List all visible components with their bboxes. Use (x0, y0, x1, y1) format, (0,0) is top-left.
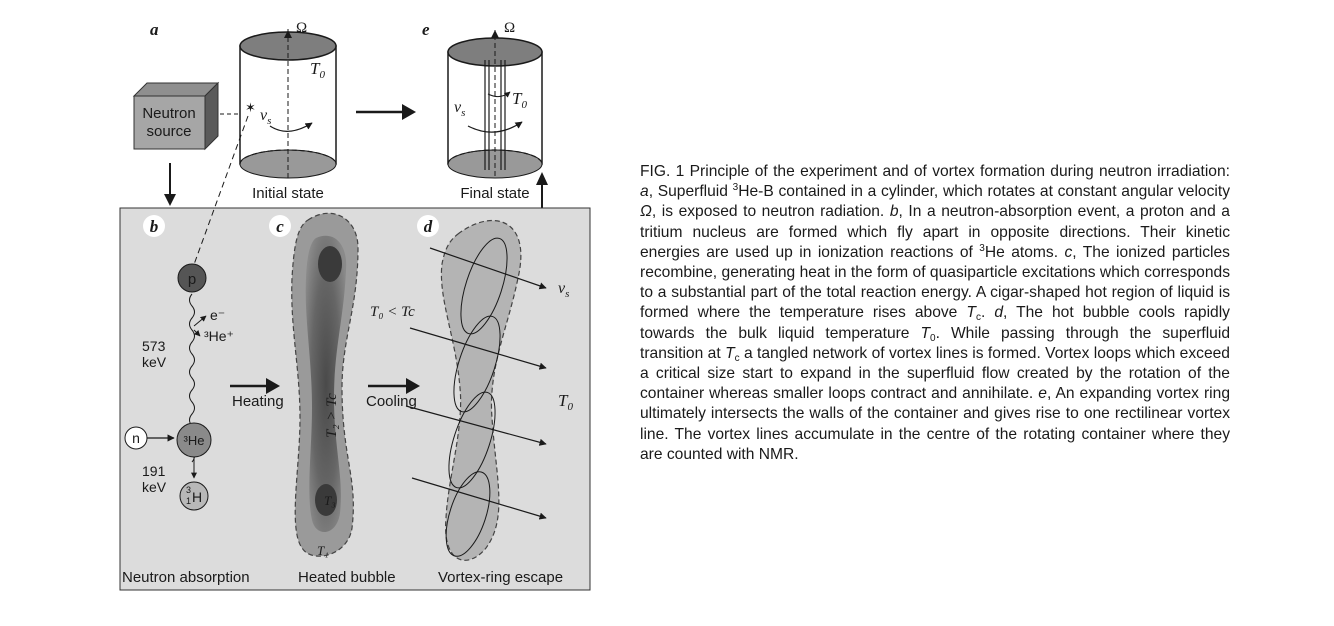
tritium-mass-number: 3 (186, 485, 191, 495)
energy-573-value: 573 (142, 338, 166, 354)
panel-letter-e: e (422, 20, 430, 39)
neutron-source-line2: source (146, 123, 191, 140)
energy-573-unit: keV (142, 354, 167, 370)
heating-arrowhead-icon (266, 378, 280, 394)
final-state-label: Final state (460, 185, 529, 202)
hot-core-bottom (315, 484, 337, 516)
neutron-source-box: Neutron source (132, 81, 220, 151)
he3-nucleus-label: ³He (184, 433, 205, 448)
tritium-circle (179, 481, 209, 511)
neutron-absorption-label: Neutron absorption (122, 569, 250, 586)
omega-arrow-icon (284, 30, 292, 38)
panel-letter-d: d (424, 217, 433, 236)
t0-label-final: T0 (512, 89, 527, 111)
hot-core-top (318, 246, 342, 282)
caption-letter-e: e (1038, 385, 1047, 403)
proton-label: p (188, 271, 196, 288)
figure-illustration: a Neutron source Ω vs T0 ✶ Initial state… (112, 8, 600, 598)
t1-label: T₁ (317, 543, 329, 558)
trajectory-dashed-line (191, 115, 249, 271)
energy-191-value: 191 (142, 463, 166, 479)
electron-label: e⁻ (210, 307, 225, 323)
caption-letter-c: c (1064, 243, 1073, 261)
vs-label-d: vs (558, 280, 569, 300)
star-icon: ✶ (245, 100, 256, 115)
t0-lt-tc-label: T₀ < Tc (370, 304, 415, 320)
vs-label-final: vs (454, 99, 465, 119)
superflow-arrows (405, 247, 547, 520)
vs-rotation-arrow-icon (269, 122, 313, 132)
t0-label-d: T0 (558, 391, 573, 413)
proton-circle (177, 263, 207, 293)
tritium-atomic-number: 1 (186, 496, 191, 506)
caption-letter-a: a (640, 183, 649, 201)
heated-bubble-label: Heated bubble (298, 569, 396, 586)
caption-letter-d: d (994, 304, 1004, 322)
heated-bubble-inner (305, 235, 347, 533)
heating-label: Heating (232, 393, 284, 410)
neutron-label: n (132, 430, 140, 446)
t3-label: T₃ (324, 493, 336, 508)
omega-label-initial: Ω (296, 20, 307, 36)
he3-ion-label: ³He⁺ (204, 328, 234, 344)
caption-paragraph: FIG. 1 Principle of the experiment and o… (640, 163, 1230, 463)
panel-letter-c: c (276, 217, 284, 236)
energy-191-unit: keV (142, 479, 167, 495)
initial-state-label: Initial state (252, 185, 324, 202)
panel-letter-b: b (150, 217, 159, 236)
initial-to-final-arrowhead-icon (402, 104, 416, 120)
omega-label-final: Ω (504, 20, 515, 36)
down-arrowhead-icon (164, 194, 176, 206)
t2-gt-tc-label: T₂ > Tc (324, 393, 340, 438)
figure-caption: FIG. 1 Principle of the experiment and o… (640, 162, 1230, 465)
caption-letter-b: b (889, 203, 899, 221)
cooling-arrowhead-icon (406, 378, 420, 394)
t0-label-initial: T0 (310, 59, 325, 81)
initial-cylinder (239, 28, 337, 179)
vs-label-initial: vs (260, 107, 271, 127)
panel-letter-a: a (150, 20, 159, 39)
vortex-rings (445, 237, 508, 557)
up-arrowhead-icon (536, 172, 548, 185)
final-cylinder (447, 30, 543, 179)
caption-fig-label: FIG. 1 (640, 163, 685, 180)
neutron-source-line1: Neutron (142, 105, 195, 122)
cooling-label: Cooling (366, 393, 417, 410)
vortex-ring-escape-label: Vortex-ring escape (438, 569, 563, 586)
tritium-letter: H (192, 489, 202, 505)
